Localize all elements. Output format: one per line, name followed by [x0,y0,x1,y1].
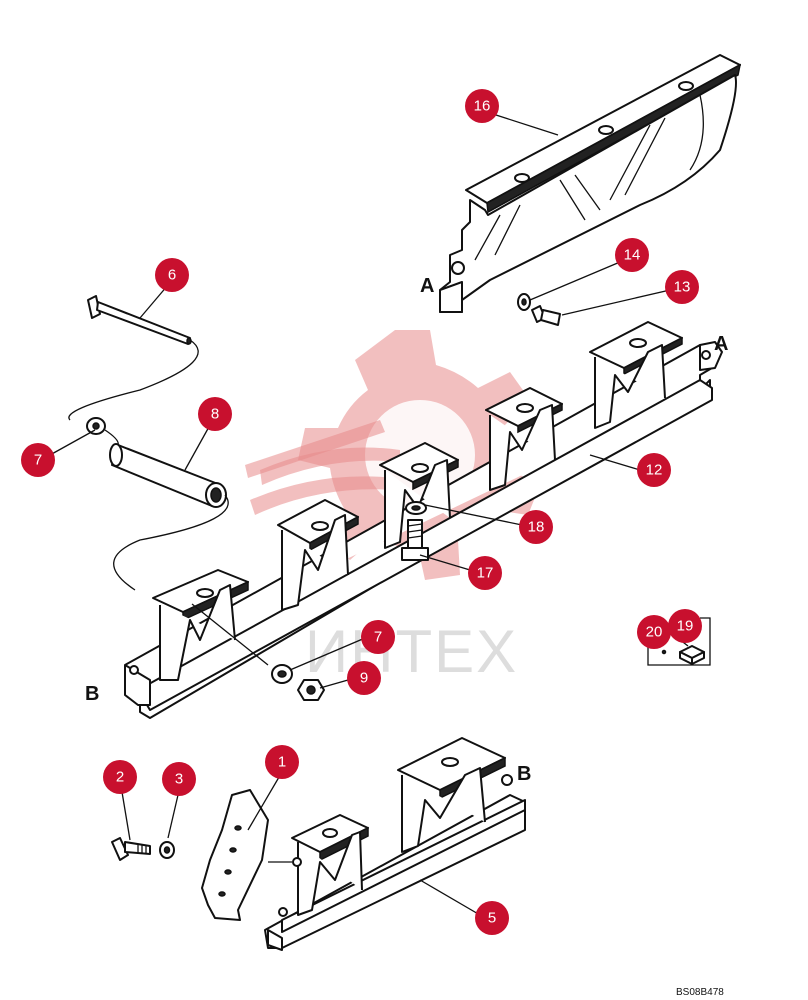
svg-text:3: 3 [175,771,183,788]
callout-13: 13 [665,270,699,304]
part-17-bolt [401,519,429,561]
section-label-a-rail: A [714,333,728,355]
part-6-long-bolt [87,295,192,345]
svg-text:12: 12 [646,462,663,479]
part-14-washer [517,293,531,311]
parts-19-20-group [647,617,711,666]
svg-text:6: 6 [168,267,176,284]
section-label-a-upper: A [420,275,434,297]
part-2-bolt [111,837,151,861]
svg-text:20: 20 [646,624,663,641]
callout-14: 14 [615,238,649,272]
part-16-upper-rail [439,54,742,313]
svg-text:16: 16 [474,98,491,115]
watermark-text: ИНТЕХ [305,618,518,685]
callout-5: 5 [475,901,509,935]
callout-2: 2 [103,760,137,794]
figure-code: BS08B478 [676,987,724,998]
callout-16: 16 [465,89,499,123]
callout-3: 3 [162,762,196,796]
callout-12: 12 [637,453,671,487]
part-18-washer [405,501,427,515]
callout-7-upper: 7 [21,443,55,477]
svg-text:17: 17 [477,565,494,582]
svg-text:8: 8 [211,406,219,423]
callout-19: 19 [668,609,702,643]
part-8-sleeve [109,443,227,508]
part-7-washer-upper [86,417,106,435]
callout-8: 8 [198,397,232,431]
callout-1: 1 [265,745,299,779]
callout-6: 6 [155,258,189,292]
section-label-b-rail: B [85,683,99,705]
svg-text:5: 5 [488,910,496,927]
part-1-plate [201,789,269,921]
svg-text:2: 2 [116,769,124,786]
part-12-main-rail [124,321,723,719]
svg-text:19: 19 [677,618,694,635]
assembly-path [68,339,229,591]
svg-text:13: 13 [674,279,691,296]
part-13-bolt [531,305,561,326]
part-9-nut [297,679,325,701]
part-5-lower-rail [264,737,526,951]
section-label-b-lower: B [517,763,531,785]
callout-7-lower: 7 [361,620,395,654]
callout-17: 17 [468,556,502,590]
svg-text:1: 1 [278,754,286,771]
part-7-washer-lower [271,664,293,684]
callout-18: 18 [519,510,553,544]
svg-text:18: 18 [528,519,545,536]
svg-text:7: 7 [374,629,382,646]
callout-20: 20 [637,615,671,649]
svg-text:14: 14 [624,247,641,264]
part-3-washer [159,841,175,859]
svg-text:9: 9 [360,670,368,687]
svg-text:7: 7 [34,452,42,469]
callout-9: 9 [347,661,381,695]
